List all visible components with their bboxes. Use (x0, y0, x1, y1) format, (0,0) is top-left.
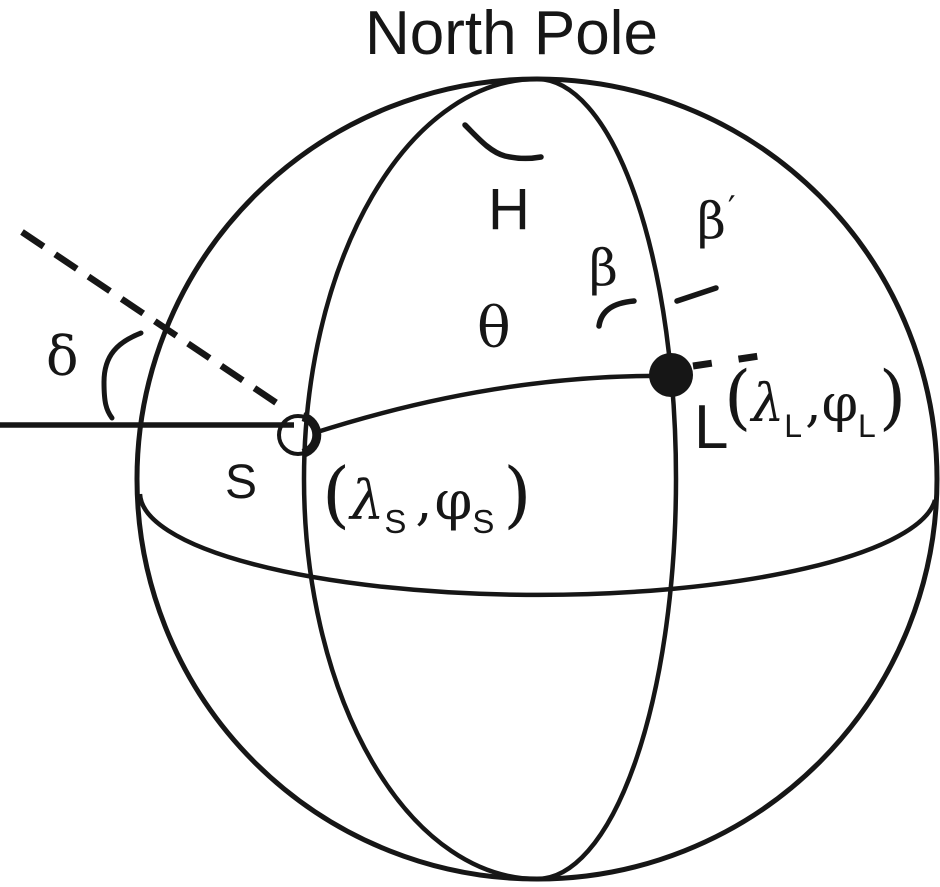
point-l-label: L (694, 393, 729, 462)
l-coords-open-paren: ( (724, 356, 752, 438)
declination-dashed-line (20, 229, 289, 413)
s-coords-comma: , (415, 469, 433, 532)
s-coords-phi-sub: S (472, 503, 495, 540)
point-l-dot (649, 353, 693, 397)
l-coords-lambda-sub: L (784, 408, 803, 444)
s-coords-close-paren: ) (503, 452, 532, 536)
hour-angle-label: H (488, 177, 530, 242)
angle-delta-indicator (101, 330, 144, 421)
l-coords-comma: , (805, 374, 822, 434)
l-coords-close-paren: ) (878, 356, 907, 438)
point-s-label: S (225, 456, 258, 509)
beta-prime-base: β (697, 192, 726, 250)
s-coords-open-paren: ( (322, 452, 351, 536)
beta-angle-label: β (589, 239, 618, 297)
delta-angle-label: δ (46, 325, 79, 388)
angle-beta-prime-indicator (674, 285, 719, 304)
beta-prime-angle-label: β′ (697, 192, 736, 246)
angle-h-indicator (462, 122, 544, 162)
equator-arc (137, 493, 938, 598)
theta-angle-label: θ (477, 296, 511, 361)
meridian-through-l (536, 76, 679, 882)
point-l-coordinates: (λL,φL) (724, 362, 906, 442)
beta-prime-mark: ′ (727, 189, 736, 229)
angle-beta-indicator (596, 298, 637, 329)
l-coords-phi: φ (821, 374, 859, 434)
l-coords-phi-sub: L (858, 408, 876, 444)
point-s-coordinates: (λS,φS) (322, 458, 531, 538)
point-s-marker-crescent (301, 412, 322, 458)
north-pole-title: North Pole (365, 0, 658, 68)
s-coords-phi: φ (434, 469, 473, 532)
s-coords-lambda: λ (350, 469, 385, 532)
meridian-through-s (301, 76, 538, 882)
great-circle-arc-s-to-l (313, 373, 669, 436)
l-extension-dashed-line (692, 351, 767, 370)
l-coords-lambda: λ (751, 374, 785, 434)
s-coords-lambda-sub: S (384, 503, 407, 540)
